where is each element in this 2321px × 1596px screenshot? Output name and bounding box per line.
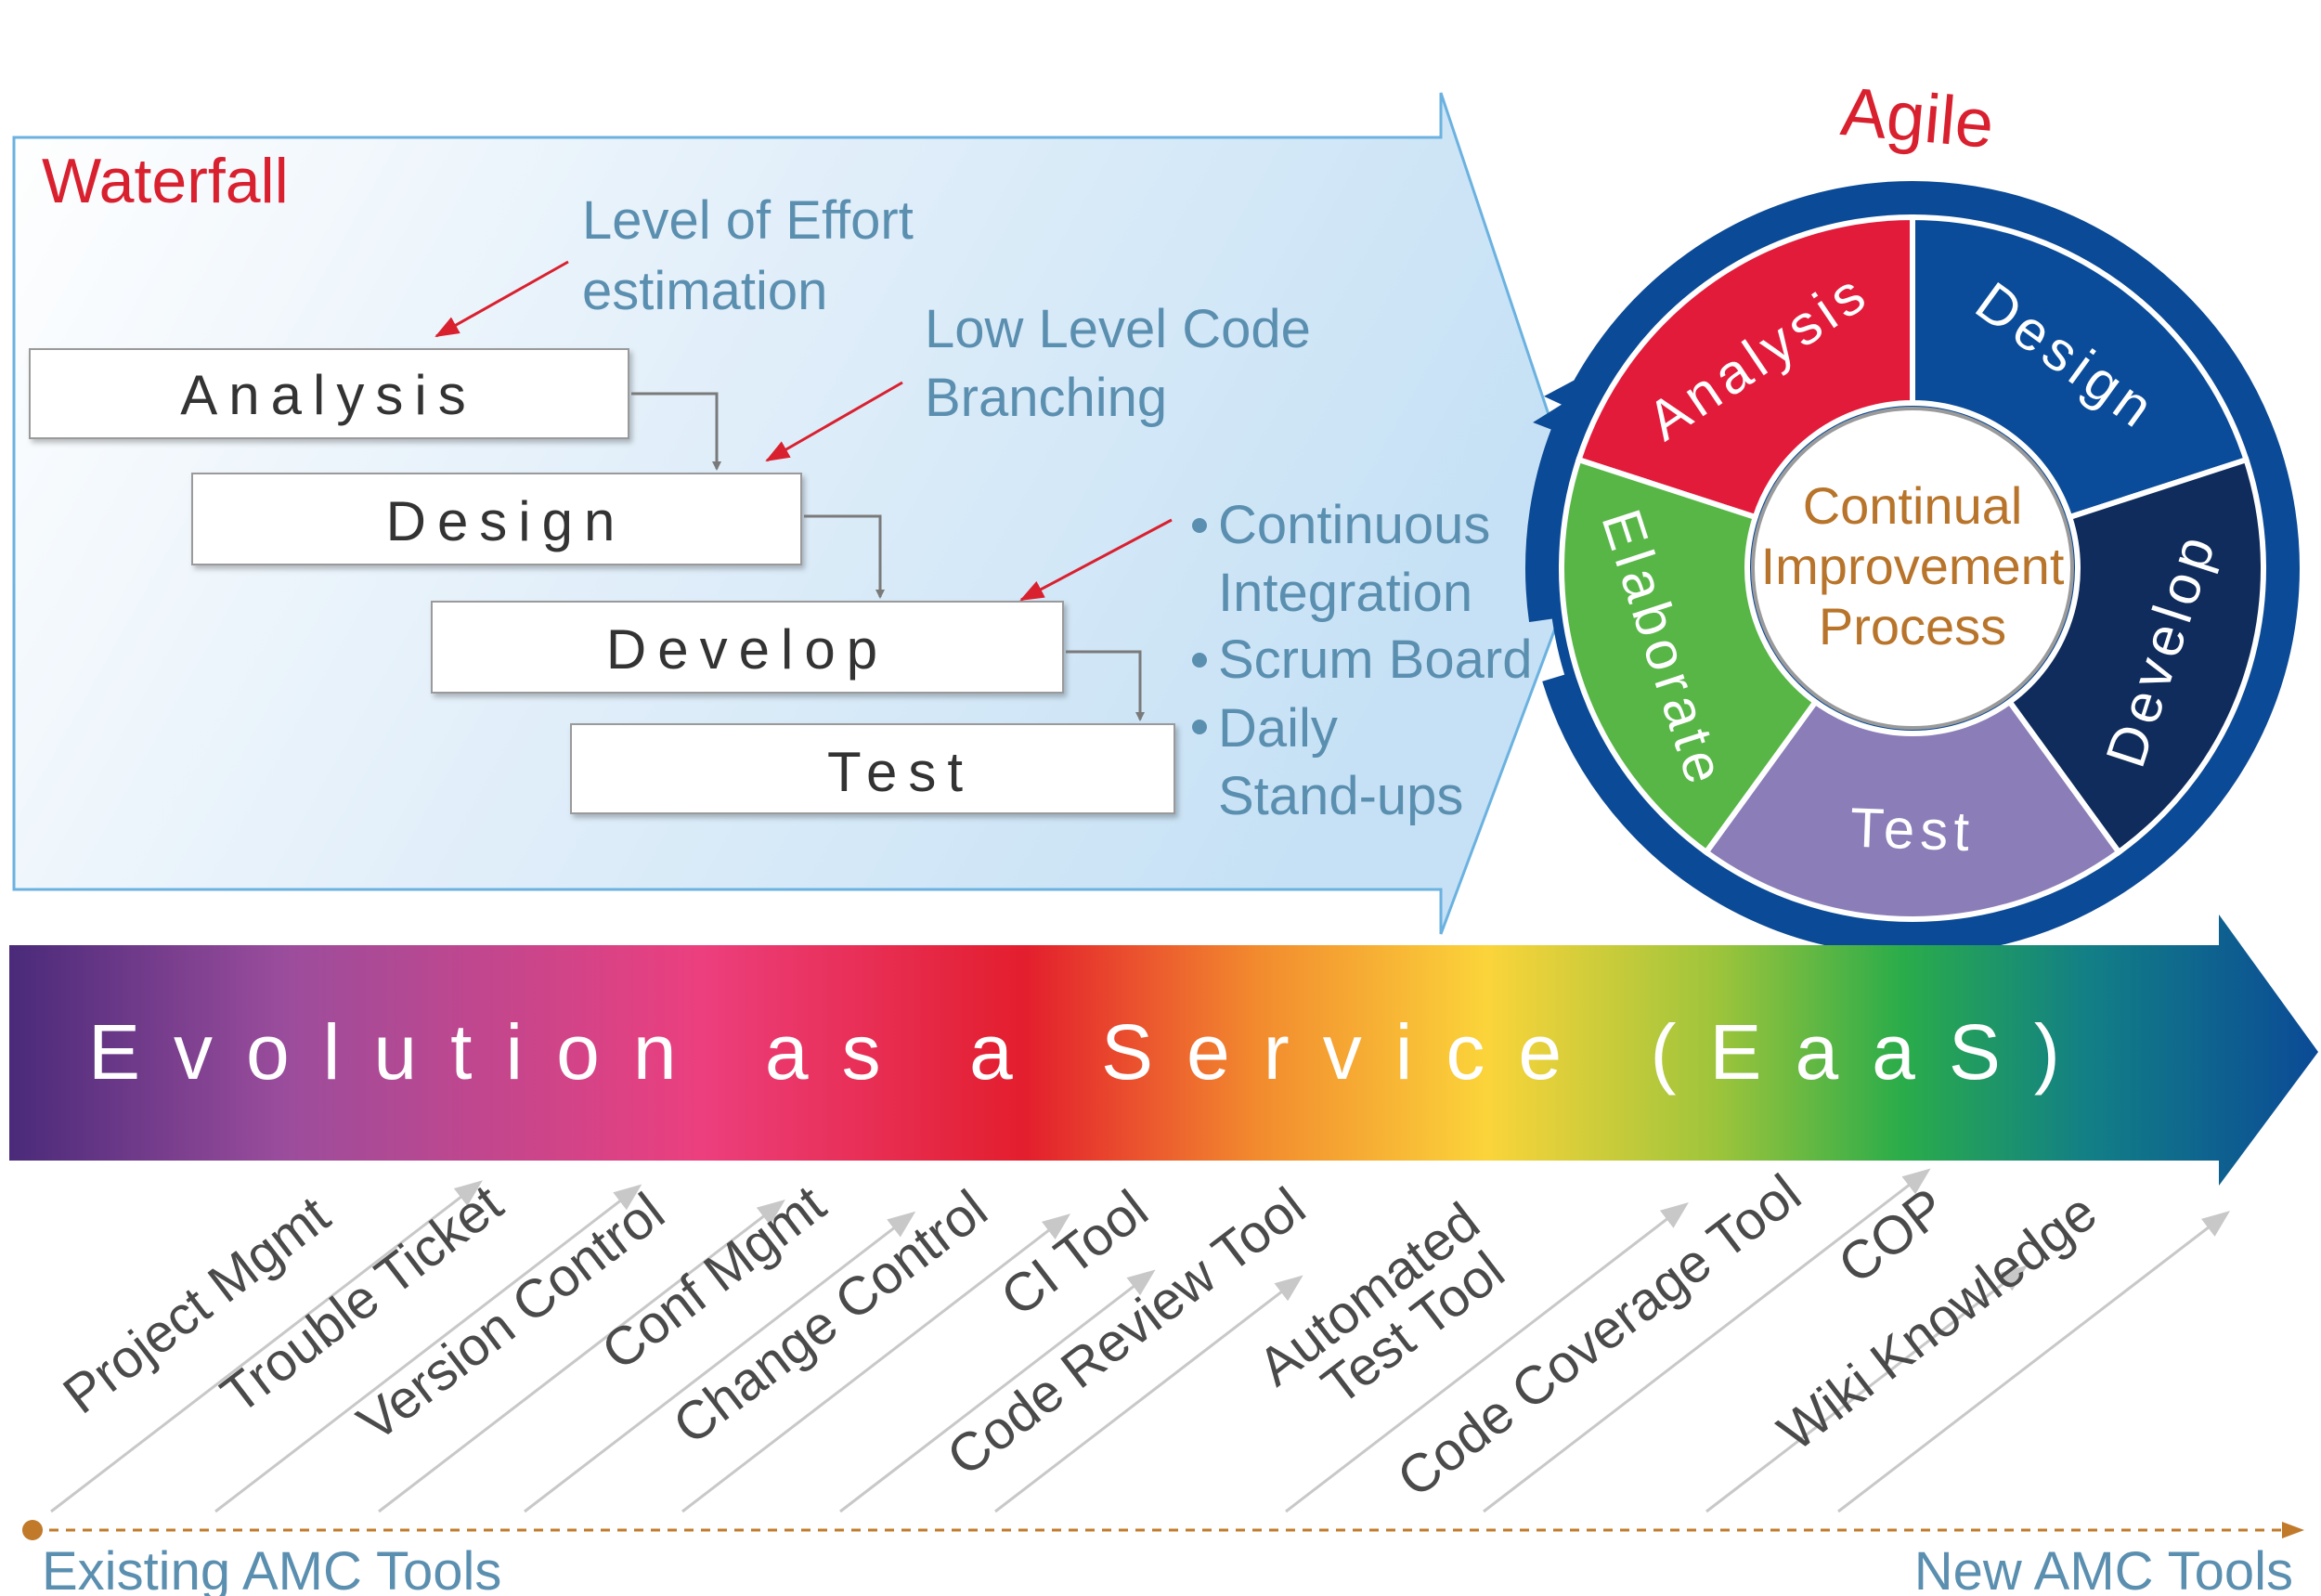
tool-arrow (524, 1211, 916, 1513)
note-branching-line2: Branching (925, 368, 1167, 428)
timeline-left-label: Existing AMC Tools (42, 1541, 501, 1596)
note-branching-line1: Low Level Code (925, 299, 1311, 359)
eaas-arrow (9, 915, 2318, 1186)
agile-title: Agile (1838, 72, 1997, 162)
agile-segment-test (1702, 697, 2123, 922)
tool-arrow (1285, 1202, 1689, 1513)
timeline-right-label: New AMC Tools (1914, 1541, 2293, 1596)
bullet-ci-line1: Continuous (1218, 495, 1490, 555)
connector-develop-test (1066, 650, 1145, 721)
eaas-title: Evolution as a Service (EaaS) (88, 1008, 2094, 1096)
tool-arrow (839, 1269, 1156, 1513)
tool-arrow (378, 1199, 785, 1513)
tool-label: Project Mgmt (52, 1185, 341, 1426)
agile-segment-analysis (1575, 214, 1915, 521)
bullet-daily-line1: Daily (1218, 698, 1338, 759)
agile-center-text-line: Process (1819, 597, 2006, 655)
bullet-dot (1192, 720, 1207, 734)
bullet-scrum: Scrum Board (1218, 629, 1532, 690)
stage-box-test: Test (570, 723, 1175, 814)
agile-center-text-line: Improvement (1761, 537, 2065, 595)
note-practices-arrow (1019, 518, 1173, 602)
tool-arrow (1705, 1265, 2028, 1513)
agile-segment-design (1910, 214, 2250, 521)
tool-arrow (214, 1184, 642, 1513)
agile-segment-develop (2005, 456, 2266, 856)
agile-segment-elaborate (1559, 456, 1820, 856)
agile-center-circle (1751, 407, 2074, 730)
tool-label: COP (1827, 1176, 1956, 1295)
stage-box-develop: Develop (431, 601, 1064, 694)
stage-box-design: Design (191, 473, 802, 565)
tool-arrow (50, 1180, 483, 1513)
note-branching-arrow (765, 381, 903, 462)
stage-label-develop: Develop (606, 618, 888, 681)
connector-analysis-design (631, 392, 721, 471)
timeline-start-dot (22, 1520, 43, 1540)
bullet-dot (1192, 653, 1207, 668)
note-effort-line2: estimation (582, 261, 827, 321)
stage-label-test: Test (827, 741, 974, 803)
agile-center-text-line: Continual (1803, 476, 2023, 535)
bullet-dot (1192, 518, 1207, 533)
stage-box-analysis: Analysis (29, 348, 629, 439)
tool-arrow (1837, 1211, 2231, 1513)
note-effort-line1: Level of Effort (582, 190, 914, 251)
agile-label-test: Test (1849, 797, 1976, 863)
tool-arrow (681, 1213, 1071, 1513)
bullet-ci-line2: Integration (1218, 563, 1472, 623)
tool-arrow (994, 1275, 1303, 1513)
waterfall-title: Waterfall (42, 146, 289, 216)
agile-outer-ring (1542, 181, 2300, 955)
stage-label-design: Design (386, 490, 627, 552)
connector-design-develop (804, 514, 885, 599)
note-effort-arrow (434, 260, 569, 338)
tool-arrow (1483, 1168, 1931, 1513)
bullet-daily-line2: Stand-ups (1218, 766, 1463, 826)
stage-label-analysis: Analysis (180, 364, 476, 426)
